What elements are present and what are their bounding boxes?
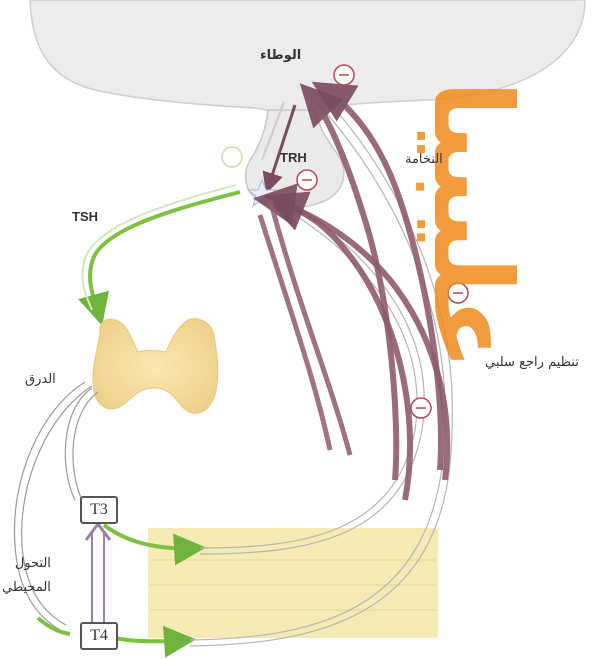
tsh-label: TSH bbox=[72, 209, 98, 224]
t4-to-t3-conversion-arrow bbox=[92, 532, 104, 622]
thyroid-label: الدرق bbox=[25, 372, 56, 387]
tsh-arrow bbox=[90, 192, 240, 318]
pituitary-label: النخامة bbox=[405, 152, 443, 167]
peripheral-conversion-label: التحول المحيطي bbox=[2, 552, 51, 600]
minus-circle-icon bbox=[334, 65, 354, 85]
trh-label: TRH bbox=[280, 150, 307, 165]
watermark: عليبيا bbox=[423, 80, 520, 371]
hypothalamus-label: الوطاء bbox=[260, 48, 301, 63]
thyroid-gland bbox=[93, 319, 218, 413]
minus-circle-icon bbox=[297, 170, 317, 190]
t3-box: T3 bbox=[80, 496, 118, 524]
t4-box: T4 bbox=[80, 622, 118, 650]
negative-feedback-label: تنظيم راجع سلبي bbox=[485, 355, 579, 370]
target-tissue bbox=[148, 528, 438, 638]
minus-circle-icon bbox=[411, 398, 431, 418]
